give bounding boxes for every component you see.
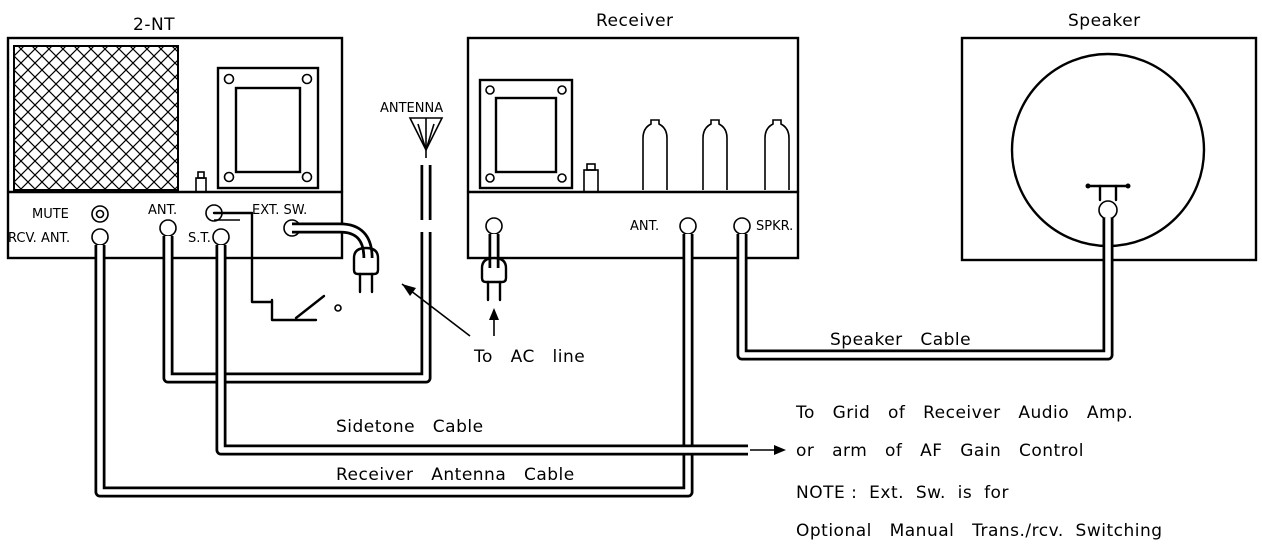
receiver-transformer — [478, 78, 574, 190]
receiver-title: Receiver — [596, 11, 674, 31]
tube-1 — [642, 119, 668, 190]
receiver-plug — [480, 256, 508, 302]
antenna-label: ANTENNA — [380, 101, 443, 116]
receiver-antenna-cable-label: Receiver Antenna Cable — [336, 465, 575, 485]
ac-line-arrows — [401, 283, 499, 337]
manual-switch[interactable] — [270, 294, 342, 322]
speaker-cable-label: Speaker Cable — [830, 330, 971, 350]
ext-sw-plug — [352, 246, 380, 294]
transmitter-title: 2-NT — [133, 15, 175, 35]
ext-sw-note-line2: Optional Manual Trans./rcv. Switching — [796, 521, 1163, 541]
tube-2 — [702, 119, 728, 190]
cables — [94, 165, 1114, 498]
antenna — [408, 117, 444, 158]
spkr-label: SPKR. — [756, 219, 793, 234]
grid-arrow — [750, 445, 786, 455]
rcv-ant-label: RCV. ANT. — [8, 231, 70, 246]
ext-sw-note-line1: NOTE : Ext. Sw. is for — [796, 483, 1009, 503]
fuse-holder — [195, 171, 207, 193]
receiver-unit — [466, 36, 800, 260]
ac-line-label: To AC line — [473, 347, 585, 367]
transmitter-unit — [6, 36, 344, 260]
receiver-fuse — [583, 163, 599, 193]
speaker-grille — [13, 45, 179, 191]
grid-note-line2: or arm of AF Gain Control — [796, 441, 1084, 461]
tube-3 — [764, 119, 790, 190]
st-label: S.T. — [188, 231, 211, 246]
receiver-ant-label: ANT. — [630, 219, 659, 234]
transformer — [216, 66, 320, 190]
ext-sw-label: EXT. SW. — [252, 203, 307, 218]
speaker-title: Speaker — [1068, 11, 1141, 31]
sidetone-cable-label: Sidetone Cable — [336, 417, 484, 437]
ant-label: ANT. — [148, 203, 177, 218]
mute-jack[interactable] — [91, 205, 109, 223]
mute-label: MUTE — [32, 207, 69, 222]
grid-note-line1: To Grid of Receiver Audio Amp. — [795, 403, 1133, 423]
